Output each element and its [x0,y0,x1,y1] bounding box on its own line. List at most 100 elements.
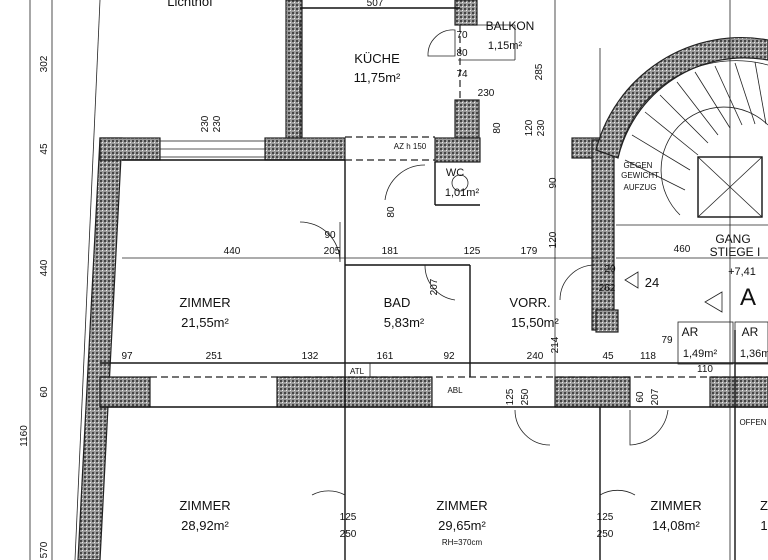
mid-wall-c [554,376,631,408]
dim-230: 230 [478,88,495,99]
dim-90: 90 [548,177,559,189]
wall-top-left [99,137,161,161]
wc-toilet [451,174,469,192]
bath-name: BAD [384,295,411,310]
storage1-area: 1,49m² [683,348,718,360]
room3-area: 29,65m² [438,518,486,533]
abl-label: ABL [447,386,463,395]
stair-curved-wall [595,37,768,159]
room5-area: 1 [760,518,767,533]
stair-wall-vertical [591,139,615,331]
corridor-label: GANG [715,232,750,246]
bath-area: 5,83m² [384,315,425,330]
storage-2 [734,321,768,365]
courtyard-label: Lichthof [167,0,213,9]
atl-label: ATL [350,367,365,376]
mid-wall-d [709,376,768,408]
dim-460: 460 [674,244,691,255]
hall-area: 15,50m² [511,315,559,330]
stair-arrow-icon [624,271,639,289]
dim-230c: 230 [536,119,547,136]
room1-name: ZIMMER [179,295,230,310]
dim-207b: 207 [650,388,661,405]
stair-landing-wall [595,309,619,333]
dim-125: 125 [464,246,481,257]
mid-wall-a [99,376,151,408]
mid-wall-b [276,376,433,408]
dim-240: 240 [527,351,544,362]
dim-left-302: 302 [39,55,50,72]
dim-262: 262 [599,283,616,294]
dim-80: 80 [456,48,468,59]
hall-name: VORR. [509,295,550,310]
storage-1 [677,321,734,365]
storage2-area: 1,36m² [740,348,768,360]
dim-120b: 120 [548,231,559,248]
dim-20: 20 [604,264,616,275]
stair-label: STIEGE I [710,245,761,259]
az-label: AZ h 150 [394,142,427,151]
dim-214: 214 [550,336,561,353]
dim-60: 60 [635,391,646,403]
dim-118: 118 [640,351,656,362]
elevator-label-3: AUFZUG [624,183,657,192]
dim-left-45: 45 [39,143,50,155]
dim-left-570: 570 [39,541,50,558]
dim-left-440: 440 [39,259,50,276]
level-marker: +7,41 [728,266,756,278]
room1-area: 21,55m² [181,315,229,330]
dim-132: 132 [302,351,319,362]
dim-door-125: 125 [505,388,516,405]
balcony-area: 1,15m² [488,40,523,52]
dim-97: 97 [121,351,133,362]
stair-treads [624,61,767,191]
dim-door-250c: 250 [597,529,614,540]
section-marker: A [740,284,756,311]
dim-door-125c: 125 [597,512,614,523]
dim-80c: 80 [386,206,397,218]
dim-79: 79 [661,335,673,346]
wc-wall [434,137,481,163]
atl-box [344,362,371,378]
dim-251: 251 [206,351,223,362]
dim-h440: 440 [224,246,241,257]
room3-height: RH=370cm [442,538,483,547]
room5-name: Z [760,498,768,513]
wc-area: 1,01m² [445,187,480,199]
dim-181: 181 [382,246,399,257]
kitchen-wall-left [285,0,303,139]
elevator-label-1: GEGEN [624,161,653,170]
dim-door-250b: 250 [340,529,357,540]
dim-285: 285 [534,63,545,80]
dim-win-230: 230 [200,115,211,132]
balcony-pier [454,99,480,141]
dim-45: 45 [602,351,614,362]
dim-207: 207 [429,278,440,295]
lines [29,0,768,560]
dim-179: 179 [521,246,538,257]
dim-120: 120 [524,119,535,136]
dim-left-1160: 1160 [19,425,30,447]
dimensions: 507 302 45 440 1160 60 570 230 230 74 23… [19,0,713,558]
kitchen-name: KÜCHE [354,51,400,66]
room2-name: ZIMMER [179,498,230,513]
step-count: 24 [645,275,659,290]
walls [77,0,768,560]
dim-72: 80 [492,122,503,134]
dim-74: 74 [456,69,468,80]
elevator-shaft [697,156,763,218]
storage2-name: AR [742,325,759,339]
dim-door-250: 250 [520,388,531,405]
kitchen-area: 11,75m² [354,70,401,85]
dim-92: 92 [443,351,455,362]
room3-name: ZIMMER [436,498,487,513]
dim-110: 110 [697,364,713,375]
dim-door-205: 205 [324,246,341,257]
wc-name: WC [446,167,464,179]
dim-door-125b: 125 [340,512,357,523]
dim-win-230b: 230 [212,115,223,132]
section-arrow-icon [704,291,723,313]
dim-door-90: 90 [324,230,336,241]
room4-area: 14,08m² [652,518,700,533]
